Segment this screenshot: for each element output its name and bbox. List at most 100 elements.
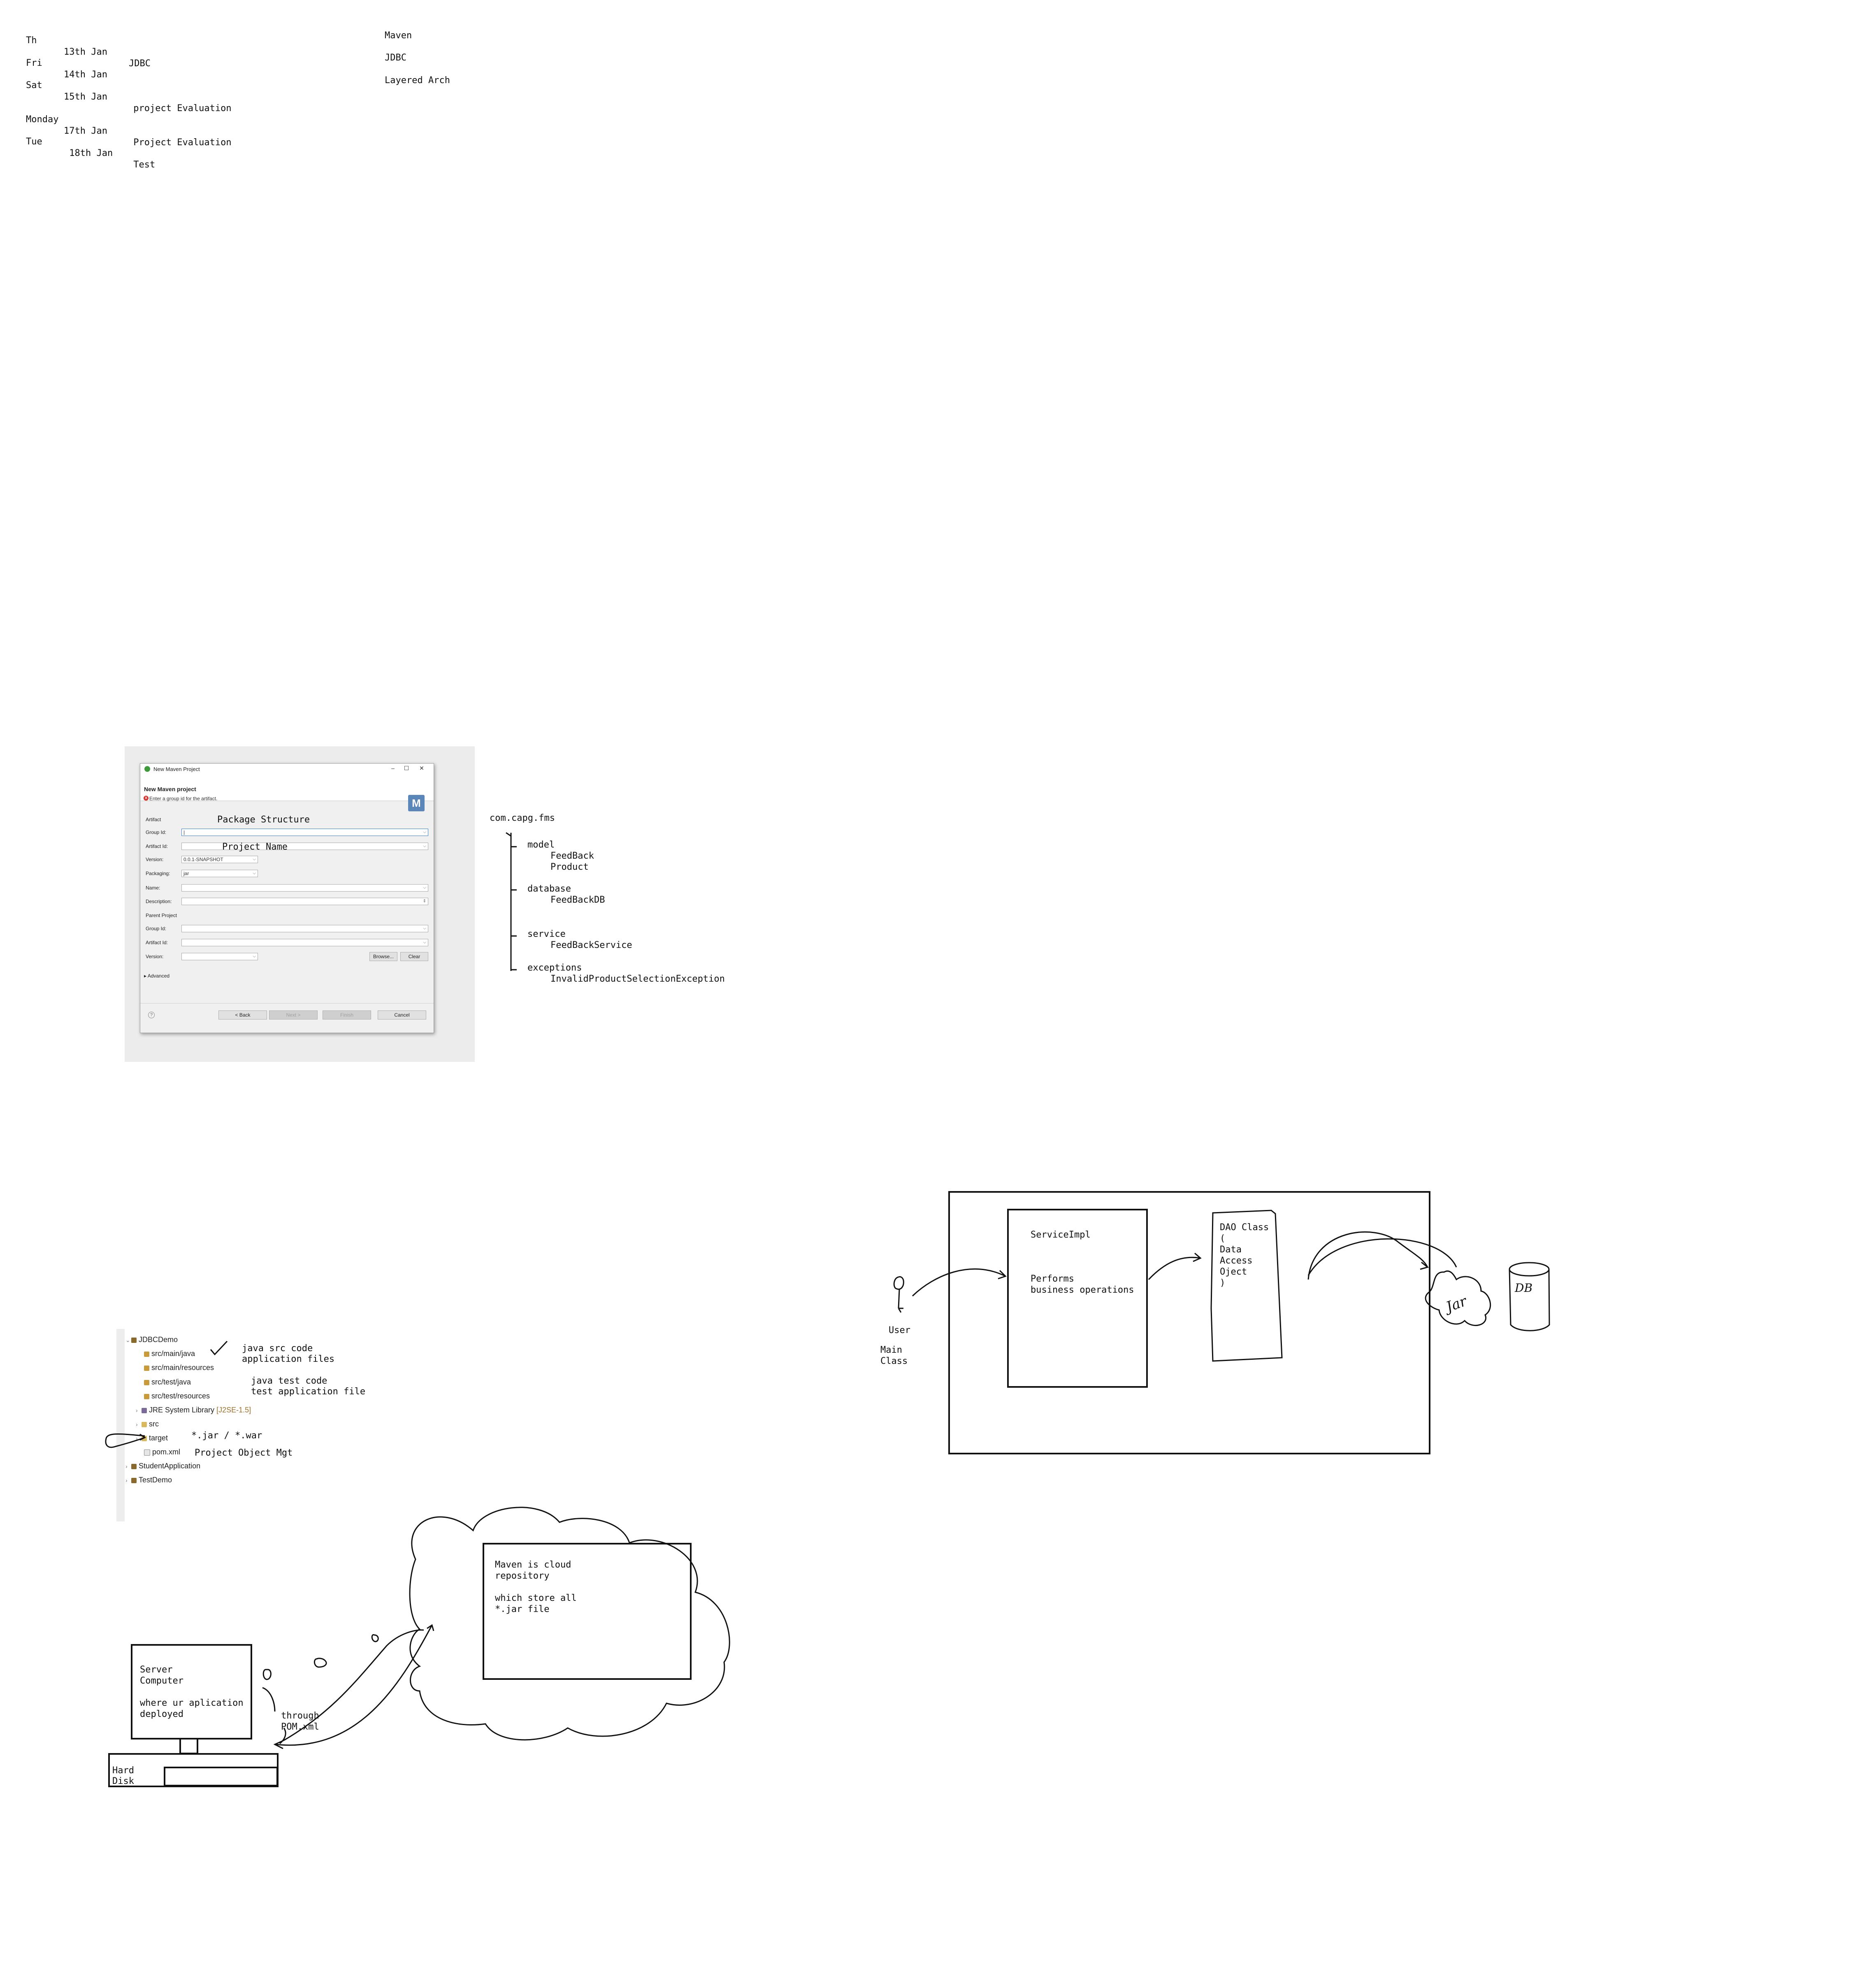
tree-item-target[interactable]: › target: [136, 1434, 168, 1442]
hand-arrow: [105, 1433, 146, 1448]
chevron-down-icon[interactable]: ⌄: [125, 1337, 130, 1343]
tree-item-jdbcdemo[interactable]: ⌄JDBCDemo: [125, 1335, 178, 1344]
artifact-id-field[interactable]: ⌵: [181, 843, 428, 850]
cancel-button[interactable]: Cancel: [378, 1010, 426, 1020]
user-icon: [893, 1276, 904, 1313]
chevron-down-icon[interactable]: ⌵: [253, 871, 256, 876]
note-src-main-line1: java src code: [242, 1343, 313, 1354]
chevron-right-icon[interactable]: ›: [136, 1435, 138, 1442]
finish-button[interactable]: Finish: [323, 1010, 371, 1020]
chevron-down-icon[interactable]: ⌵: [423, 926, 426, 931]
advanced-toggle[interactable]: ▸ Advanced: [144, 973, 170, 979]
jar-cloud-icon: [1425, 1270, 1491, 1326]
chevron-down-icon[interactable]: ⌵: [423, 885, 426, 890]
packaging-label: Packaging:: [146, 871, 170, 876]
maximize-icon[interactable]: ☐: [404, 765, 409, 771]
chevron-down-icon[interactable]: ⌵: [253, 857, 256, 862]
main-class-label-line2: Class: [880, 1356, 908, 1366]
name-label: Name:: [146, 885, 160, 891]
advanced-label: Advanced: [147, 973, 170, 979]
packaging-value: jar: [183, 871, 189, 876]
chevron-right-icon[interactable]: ›: [136, 1407, 138, 1414]
parent-artifact-id-field[interactable]: ⌵: [181, 939, 428, 946]
group-id-label: Group Id:: [146, 829, 167, 835]
tree-item-src-main-java[interactable]: src/main/java: [144, 1349, 195, 1358]
tree-item-label: src/test/java: [151, 1378, 191, 1386]
tree-item-src-test-resources[interactable]: src/test/resources: [144, 1392, 210, 1400]
parent-version-select[interactable]: ⌵: [181, 953, 258, 960]
topic-item: Layered Arch: [385, 75, 450, 86]
description-field[interactable]: ⇕: [181, 898, 428, 905]
note-target: *.jar / *.war: [191, 1431, 262, 1441]
note-src-main-line2: application files: [242, 1354, 335, 1364]
dialog-title-bar: New Maven Project – ☐ ✕: [140, 764, 434, 774]
maven-repository-box: [483, 1543, 692, 1680]
through-label-line1: through: [281, 1711, 319, 1721]
tree-item-studentapplication[interactable]: ›StudentApplication: [125, 1462, 200, 1470]
clear-button[interactable]: Clear: [400, 952, 428, 961]
cloud-text-line: which store all: [495, 1593, 577, 1603]
chevron-down-icon[interactable]: ⌵: [423, 830, 426, 834]
server-text-line: Server: [140, 1665, 173, 1675]
source-folder-icon: [144, 1380, 149, 1385]
tree-item-jre-library[interactable]: ›JRE System Library [J2SE-1.5]: [136, 1406, 251, 1414]
package-name: service: [527, 929, 566, 939]
parent-version-label: Version:: [146, 954, 164, 959]
schedule-day: Monday: [26, 114, 59, 125]
schedule-date: 13th Jan: [64, 47, 107, 57]
stray-mark: [371, 1634, 379, 1642]
browse-button[interactable]: Browse...: [369, 952, 397, 961]
schedule-day: Th: [26, 35, 37, 46]
version-select[interactable]: 0.0.1-SNAPSHOT ⌵: [181, 856, 258, 863]
architecture-sketch: [893, 1210, 1550, 1362]
dao-label-line: ): [1220, 1278, 1226, 1288]
class-name: InvalidProductSelectionException: [550, 974, 725, 984]
tree-item-src-test-java[interactable]: src/test/java: [144, 1378, 191, 1386]
back-button[interactable]: < Back: [218, 1010, 267, 1020]
tree-item-src-main-resources[interactable]: src/main/resources: [144, 1363, 214, 1372]
tree-item-src[interactable]: › src: [136, 1420, 159, 1428]
next-button[interactable]: Next >: [269, 1010, 318, 1020]
close-icon[interactable]: ✕: [419, 765, 424, 771]
package-structure-annotation: Package Structure: [217, 815, 310, 825]
chevron-down-icon[interactable]: ⌵: [423, 844, 426, 848]
tree-item-pom[interactable]: pom.xml: [144, 1448, 180, 1456]
parent-group-id-label: Group Id:: [146, 926, 167, 931]
arrow-user-to-service: [912, 1268, 1007, 1297]
chevron-right-icon[interactable]: ›: [125, 1463, 128, 1470]
chevron-down-icon[interactable]: ⌵: [423, 940, 426, 945]
folder-icon: [142, 1421, 147, 1427]
chevron-down-icon[interactable]: ⌵: [253, 954, 256, 959]
tree-item-label: TestDemo: [139, 1476, 172, 1484]
explorer-scroll-gutter: [116, 1329, 125, 1521]
service-impl-desc-line1: Performs: [1031, 1274, 1074, 1284]
chevron-right-icon[interactable]: ›: [136, 1421, 138, 1428]
spinner-icon[interactable]: ⇕: [423, 899, 426, 903]
service-impl-title: ServiceImpl: [1031, 1230, 1091, 1240]
new-maven-project-dialog: New Maven Project – ☐ ✕ New Maven projec…: [140, 763, 434, 1033]
name-field[interactable]: ⌵: [181, 884, 428, 892]
class-name: FeedBackService: [550, 940, 632, 950]
cloud-icon: [409, 1507, 730, 1741]
group-id-field[interactable]: | ⌵: [181, 829, 428, 836]
parent-group-id-field[interactable]: ⌵: [181, 925, 428, 932]
minimize-icon[interactable]: –: [391, 765, 395, 771]
arrow-disk-to-cloud: [275, 1624, 434, 1746]
application-boundary-box: [948, 1191, 1430, 1454]
tree-item-label: src: [149, 1420, 159, 1428]
source-folder-icon: [144, 1393, 149, 1399]
help-icon[interactable]: ?: [148, 1012, 155, 1018]
db-label: DB: [1515, 1281, 1533, 1295]
chevron-right-icon[interactable]: ›: [125, 1477, 128, 1484]
class-name: Product: [550, 862, 589, 872]
through-label-line2: POM.xml: [281, 1722, 319, 1732]
tree-item-testdemo[interactable]: › TestDemo: [125, 1476, 172, 1484]
schedule-day: Tue: [26, 137, 42, 147]
tree-item-label: target: [149, 1434, 168, 1442]
dao-label-line: (: [1220, 1233, 1226, 1244]
schedule-topic: JDBC: [129, 58, 151, 69]
schedule-row: Sat 15th Jan project Evaluation: [26, 68, 273, 114]
tree-item-suffix: [J2SE-1.5]: [216, 1406, 251, 1414]
dialog-heading: New Maven project: [144, 786, 196, 792]
packaging-select[interactable]: jar ⌵: [181, 870, 258, 877]
